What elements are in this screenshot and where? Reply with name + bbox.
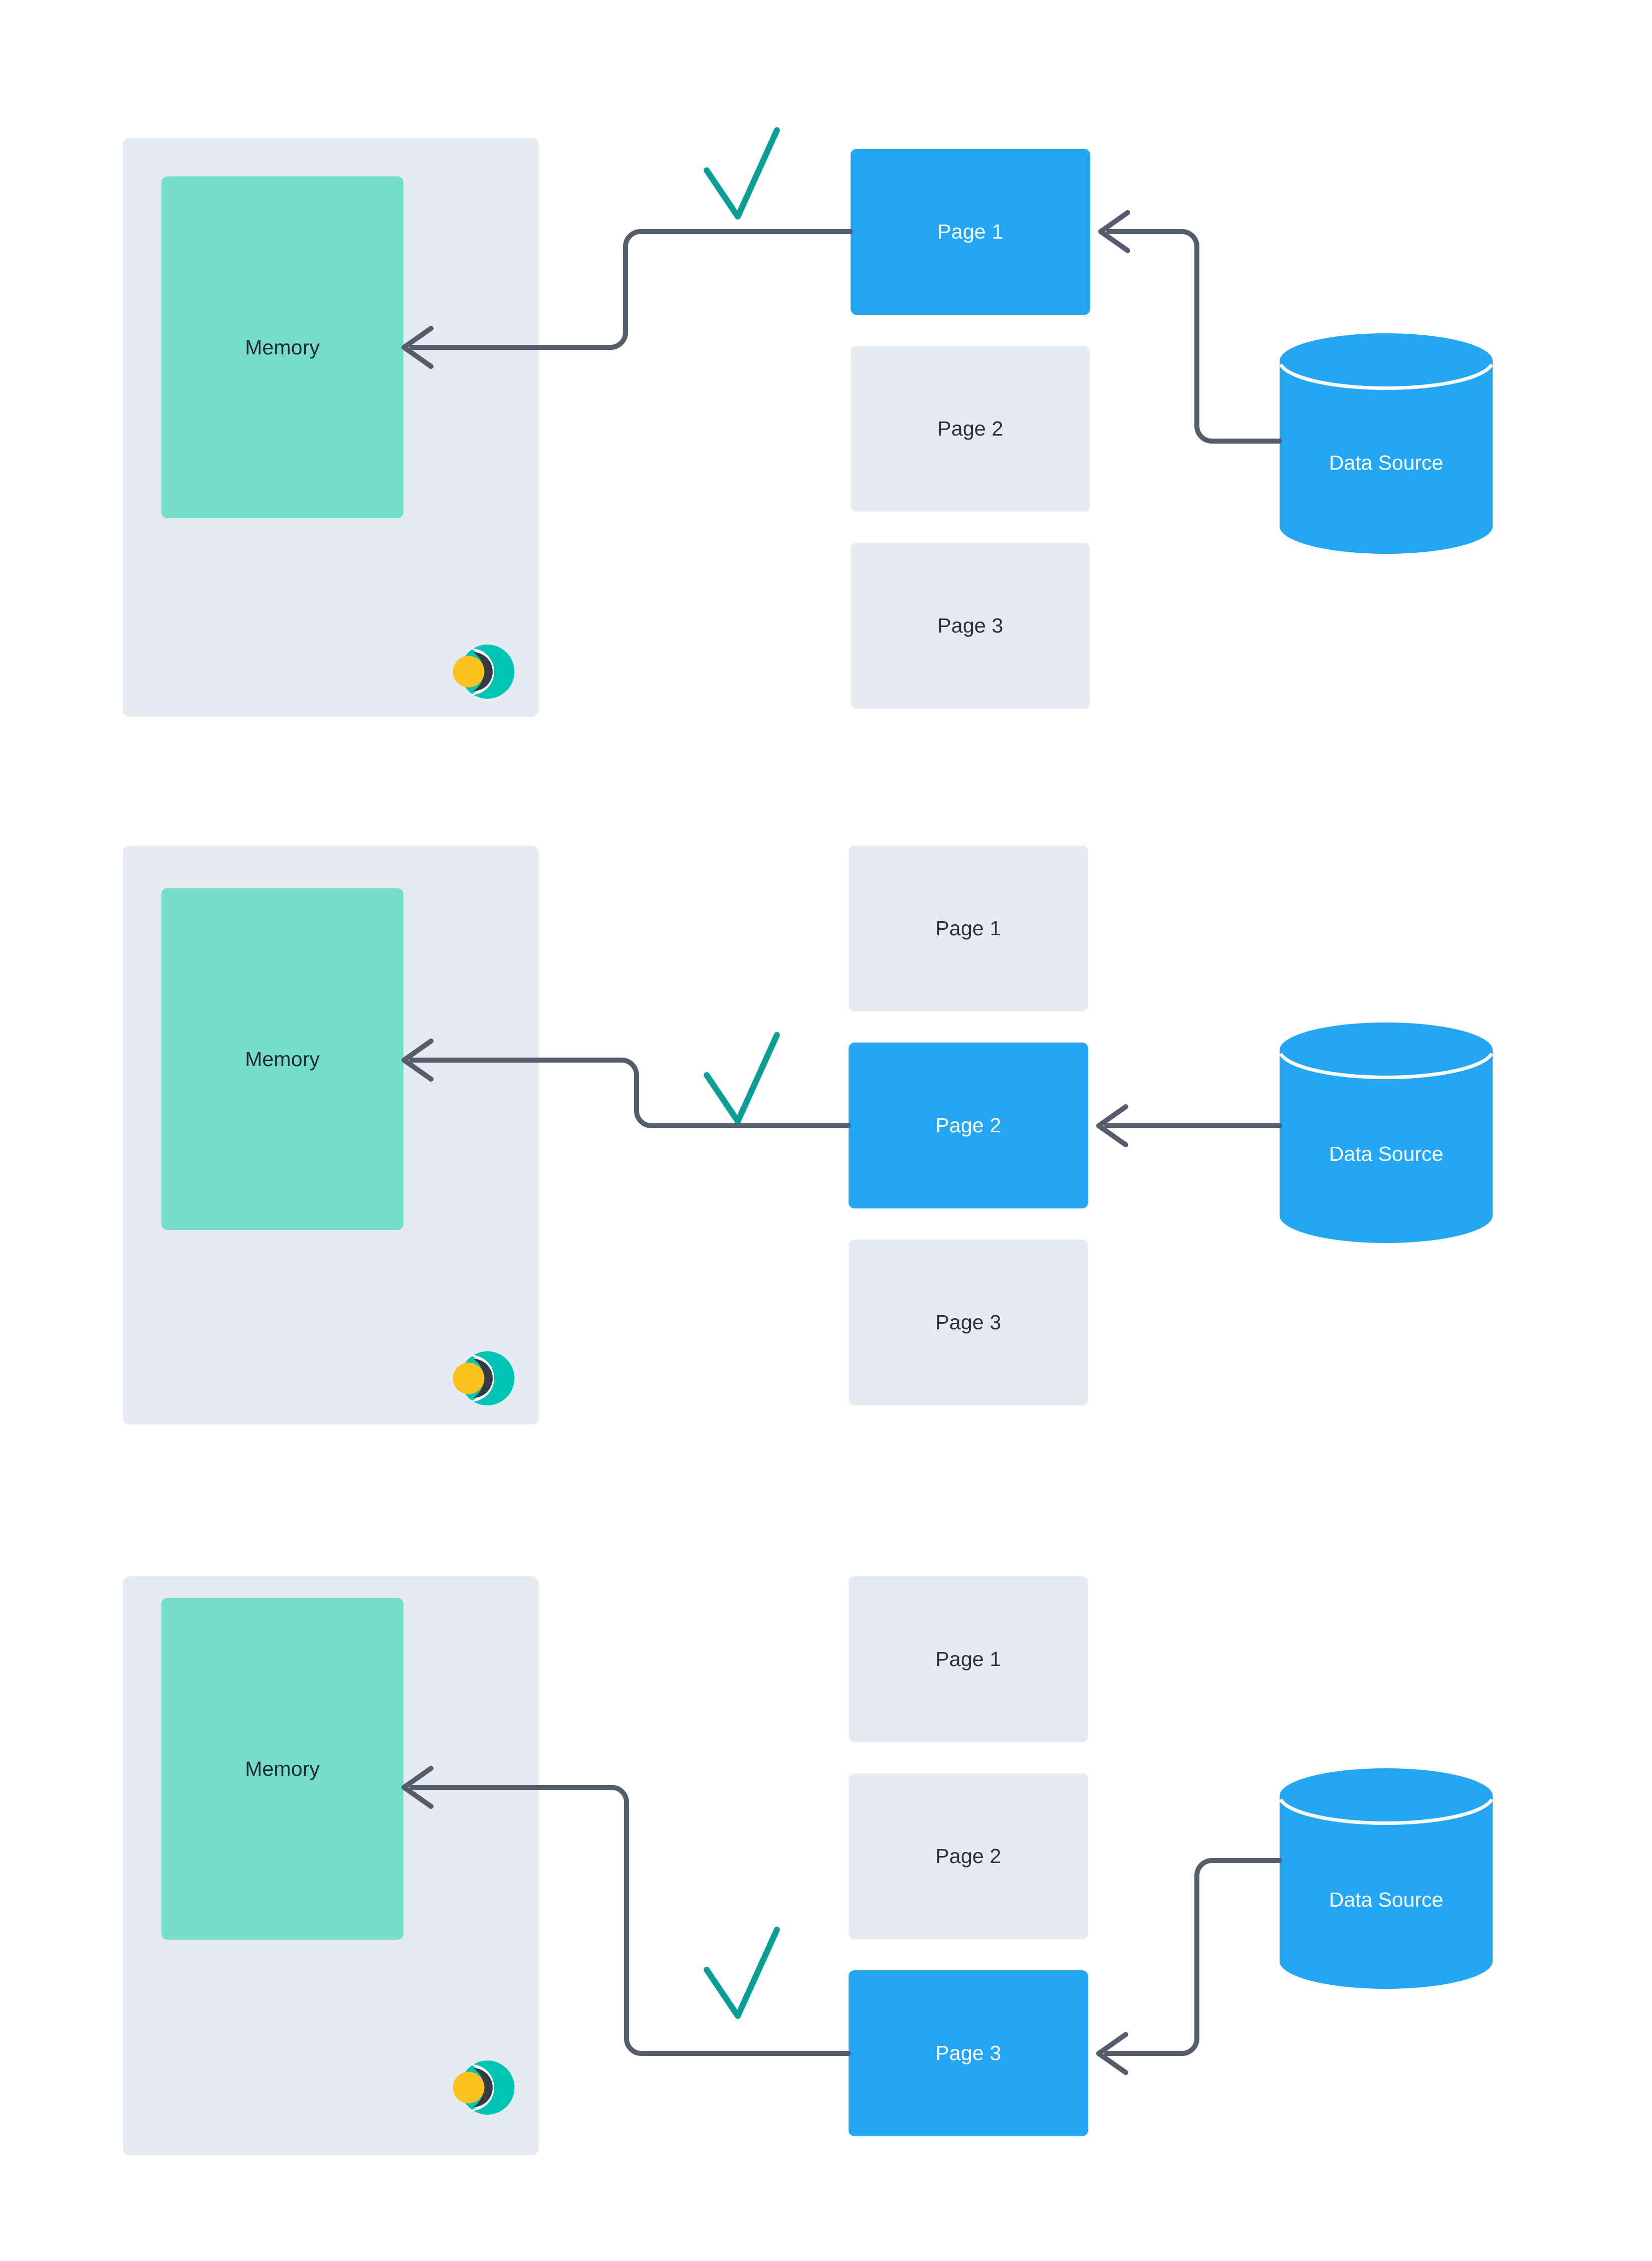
page-box-1[interactable]: Page 1 xyxy=(851,149,1090,315)
data-source-cylinder[interactable] xyxy=(1280,1022,1493,1243)
connector-datasource-to-page xyxy=(1098,210,1282,444)
page-box-label: Page 3 xyxy=(937,614,1003,637)
page-box-2[interactable]: Page 2 xyxy=(849,1043,1088,1208)
step-3-group: Memory Page 1 Page 2 Page 3 Data Source xyxy=(0,0,1652,2155)
check-mark-icon xyxy=(704,1927,780,2019)
check-mark-icon xyxy=(704,127,780,220)
page-box-label: Page 3 xyxy=(935,2041,1001,2065)
memory-box: Memory xyxy=(161,888,403,1230)
page-box-label: Page 2 xyxy=(935,1844,1001,1868)
memory-label: Memory xyxy=(245,335,320,359)
connector-page-to-memory xyxy=(401,1039,851,1128)
page-box-label: Page 2 xyxy=(937,417,1003,440)
page-box-3[interactable]: Page 3 xyxy=(851,543,1090,709)
brand-logo-icon xyxy=(453,645,515,699)
data-source-cylinder[interactable] xyxy=(1280,1768,1493,1989)
step-2-group: Memory Page 1 Page 2 Page 3 Data Source xyxy=(0,0,1652,1424)
page-box-2[interactable]: Page 2 xyxy=(851,346,1090,512)
page-box-label: Page 1 xyxy=(937,220,1003,243)
page-box-label: Page 3 xyxy=(935,1311,1001,1334)
page-box-label: Page 2 xyxy=(935,1114,1001,1137)
memory-label: Memory xyxy=(245,1047,320,1071)
step-1-group: Memory Page 1 Page 2 Page 3 Data Source xyxy=(0,0,1652,752)
memory-box: Memory xyxy=(161,176,403,518)
brand-logo-icon xyxy=(453,2061,515,2115)
page-box-3[interactable]: Page 3 xyxy=(849,1970,1088,2136)
brand-logo-icon xyxy=(453,1351,515,1405)
page-box-1[interactable]: Page 1 xyxy=(849,846,1088,1011)
page-box-3[interactable]: Page 3 xyxy=(849,1240,1088,1405)
check-mark-icon xyxy=(704,1032,780,1124)
page-box-1[interactable]: Page 1 xyxy=(849,1576,1088,1742)
memory-box: Memory xyxy=(161,1598,403,1940)
connector-datasource-to-page xyxy=(1096,1104,1282,1147)
page-box-label: Page 1 xyxy=(935,917,1001,940)
data-source-cylinder[interactable] xyxy=(1280,333,1493,554)
page-box-label: Page 1 xyxy=(935,1648,1001,1671)
memory-label: Memory xyxy=(245,1757,320,1780)
page-box-2[interactable]: Page 2 xyxy=(849,1773,1088,1939)
connector-page-to-memory xyxy=(401,229,853,369)
